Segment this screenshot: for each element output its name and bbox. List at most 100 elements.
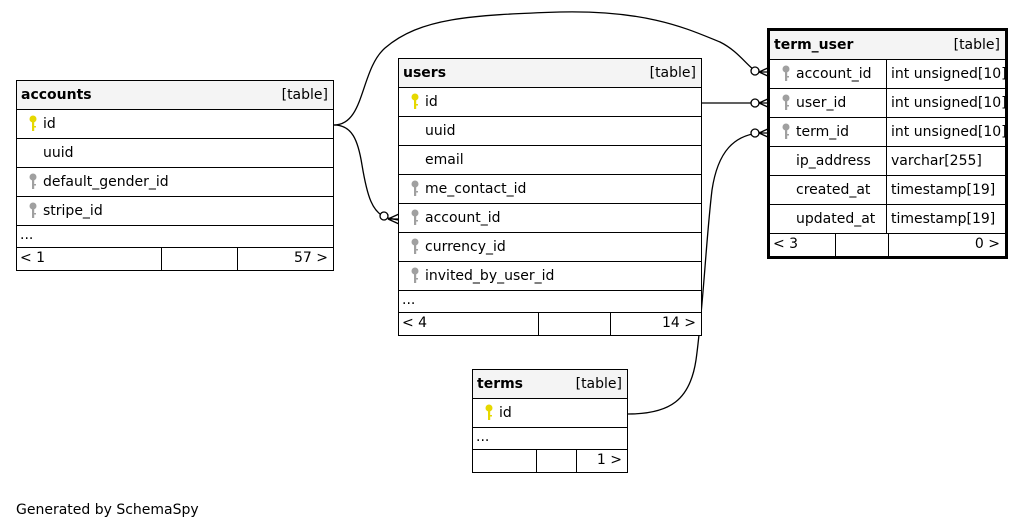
foreign-key-icon — [29, 173, 37, 189]
column-type: varchar[255] — [886, 147, 1005, 175]
table-header: term_user [table] — [770, 31, 1005, 60]
optional-marker-user_id — [750, 98, 760, 108]
column-name-cell: id — [399, 88, 701, 116]
column-row-uuid[interactable]: uuid — [399, 117, 701, 146]
column-name-cell: term_id — [770, 118, 886, 146]
edge-users-account_id-to-accounts-id — [333, 124, 399, 221]
column-name-cell: invited_by_user_id — [399, 262, 701, 290]
column-row-invited_by_user_id[interactable]: invited_by_user_id — [399, 262, 701, 291]
key-slot — [479, 404, 499, 422]
column-name-cell: id — [473, 399, 627, 427]
column-row-me_contact_id[interactable]: me_contact_id — [399, 175, 701, 204]
optional-marker-users-account_id — [379, 211, 389, 221]
column-name-cell: currency_id — [399, 233, 701, 261]
column-row-currency_id[interactable]: currency_id — [399, 233, 701, 262]
foreign-key-icon — [782, 123, 790, 139]
optional-marker-term_id — [750, 128, 760, 138]
column-name: id — [425, 94, 438, 110]
column-name-cell: default_gender_id — [17, 168, 333, 196]
key-slot — [405, 238, 425, 256]
column-name-cell: ip_address — [770, 147, 886, 175]
column-name-cell: uuid — [399, 117, 701, 145]
column-row-updated_at[interactable]: updated_at timestamp[19] — [770, 205, 1005, 234]
column-name-cell: account_id — [770, 60, 886, 88]
table-footer: < 1 57 > — [17, 248, 333, 270]
child-count[interactable]: 1 > — [576, 450, 627, 472]
column-name-cell: account_id — [399, 204, 701, 232]
column-name: created_at — [796, 182, 871, 198]
foreign-key-icon — [411, 238, 419, 254]
column-name: updated_at — [796, 211, 876, 227]
crowfoot-users-account_id — [387, 213, 400, 225]
column-row-email[interactable]: email — [399, 146, 701, 175]
column-row-id[interactable]: id — [17, 110, 333, 139]
more-columns: ... — [473, 428, 627, 450]
primary-key-icon — [485, 404, 493, 420]
footer-spacer — [538, 313, 610, 335]
child-count[interactable]: 0 > — [888, 234, 1005, 256]
table-kind: [table] — [953, 37, 1000, 53]
column-row-default_gender_id[interactable]: default_gender_id — [17, 168, 333, 197]
column-name: default_gender_id — [43, 174, 169, 190]
column-name: account_id — [796, 66, 872, 82]
table-name: term_user — [774, 37, 854, 53]
column-type: timestamp[19] — [886, 176, 1005, 204]
column-name: account_id — [425, 210, 501, 226]
column-name-cell: updated_at — [770, 205, 886, 233]
parent-count[interactable]: < 4 — [402, 315, 428, 331]
column-row-stripe_id[interactable]: stripe_id — [17, 197, 333, 226]
key-slot — [776, 123, 796, 141]
foreign-key-icon — [782, 94, 790, 110]
foreign-key-icon — [411, 180, 419, 196]
column-row-term_id[interactable]: term_id int unsigned[10] — [770, 118, 1007, 147]
column-row-id[interactable]: id — [473, 399, 627, 428]
column-name-cell: created_at — [770, 176, 886, 204]
edge-term_user-term_id-to-terms-id — [627, 132, 759, 415]
optional-marker-account_id — [750, 66, 760, 76]
key-slot — [405, 180, 425, 198]
column-name: term_id — [796, 124, 850, 140]
table-footer: < 3 0 > — [770, 234, 1005, 256]
column-type: int unsigned[10] — [886, 89, 1007, 117]
footer-spacer — [835, 234, 888, 256]
primary-key-icon — [29, 115, 37, 131]
table-name: terms — [477, 376, 524, 392]
column-name-cell: uuid — [17, 139, 333, 167]
parent-count[interactable]: < 1 — [20, 250, 46, 266]
column-type: timestamp[19] — [886, 205, 1005, 233]
column-row-id[interactable]: id — [399, 88, 701, 117]
column-row-account_id[interactable]: account_id — [399, 204, 701, 233]
foreign-key-icon — [29, 202, 37, 218]
column-row-uuid[interactable]: uuid — [17, 139, 333, 168]
column-name: uuid — [43, 145, 74, 161]
child-count[interactable]: 57 > — [237, 248, 333, 270]
table-name: users — [403, 65, 447, 81]
column-name: email — [425, 152, 464, 168]
table-footer: < 4 14 > — [399, 313, 701, 335]
child-count[interactable]: 14 > — [610, 313, 701, 335]
foreign-key-icon — [411, 267, 419, 283]
key-slot — [405, 93, 425, 111]
column-row-created_at[interactable]: created_at timestamp[19] — [770, 176, 1005, 205]
column-name-cell: id — [17, 110, 333, 138]
parent-count[interactable] — [473, 450, 536, 472]
column-name: user_id — [796, 95, 847, 111]
more-columns: ... — [17, 226, 333, 248]
column-row-user_id[interactable]: user_id int unsigned[10] — [770, 89, 1007, 118]
table-kind: [table] — [649, 65, 696, 81]
column-type: int unsigned[10] — [886, 118, 1007, 146]
column-name: invited_by_user_id — [425, 268, 555, 284]
column-name-cell: email — [399, 146, 701, 174]
column-name: uuid — [425, 123, 456, 139]
key-slot — [405, 267, 425, 285]
parent-count[interactable]: < 3 — [773, 236, 799, 252]
column-name-cell: user_id — [770, 89, 886, 117]
column-name: me_contact_id — [425, 181, 527, 197]
table-terms[interactable]: terms [table] id ... 1 > — [472, 369, 628, 473]
table-kind: [table] — [281, 87, 328, 103]
